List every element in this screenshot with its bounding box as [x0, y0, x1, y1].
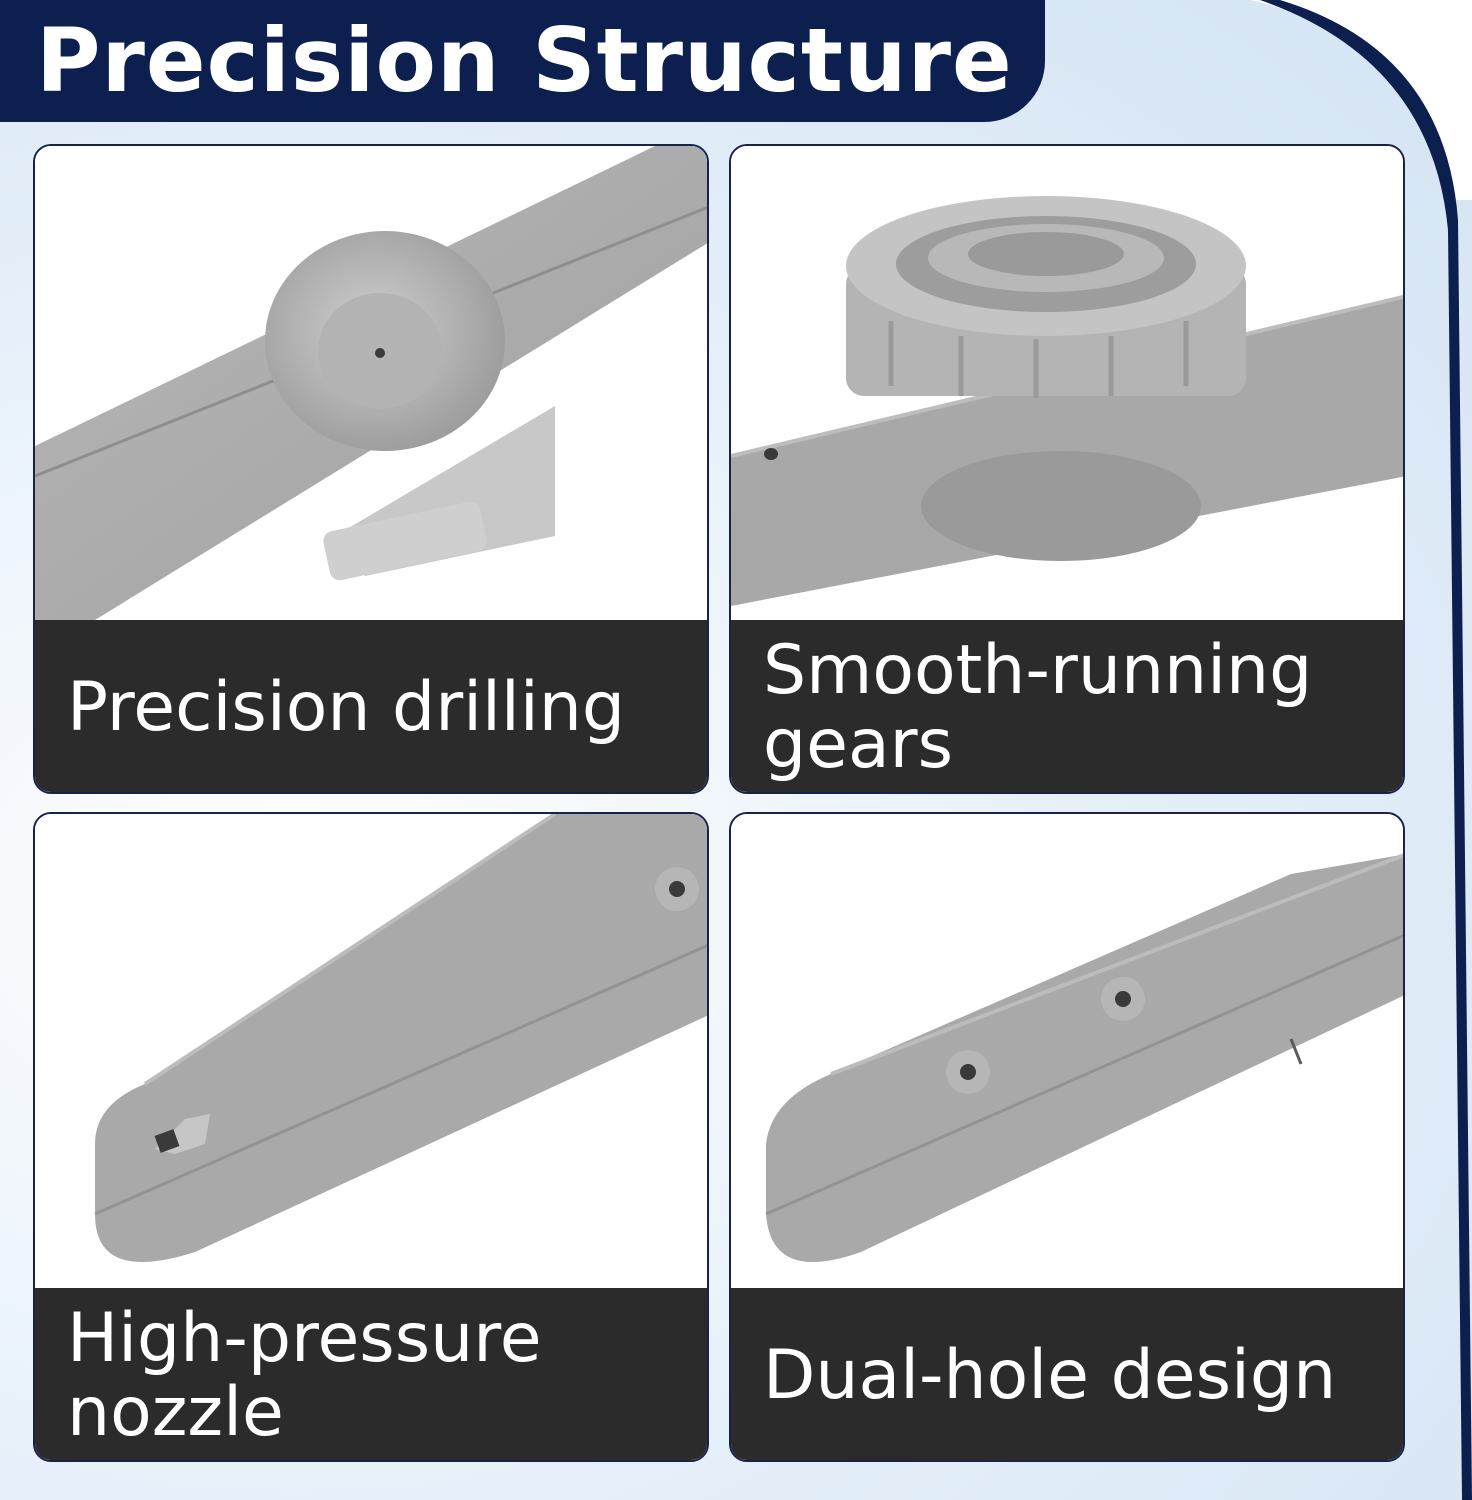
- caption-bar: High-pressure nozzle: [35, 1288, 707, 1460]
- caption-bar: Precision drilling: [35, 620, 707, 792]
- caption-dual-hole-design: Dual-hole design: [763, 1336, 1337, 1415]
- panel-precision-drilling: Precision drilling: [33, 144, 709, 794]
- caption-precision-drilling: Precision drilling: [67, 668, 625, 747]
- caption-smooth-running-gears: Smooth-running gears: [763, 631, 1313, 784]
- panel-dual-hole-design: Dual-hole design: [729, 812, 1405, 1462]
- title-banner: Precision Structure: [0, 0, 1045, 122]
- spray-arm-nozzle-tip-photo: [35, 814, 707, 1288]
- spray-arm-dual-hole-photo: [731, 814, 1403, 1288]
- caption-bar: Smooth-running gears: [731, 620, 1403, 792]
- caption-high-pressure-nozzle: High-pressure nozzle: [67, 1299, 542, 1452]
- panel-smooth-running-gears: Smooth-running gears: [729, 144, 1405, 794]
- page-title: Precision Structure: [36, 9, 1013, 112]
- caption-bar: Dual-hole design: [731, 1288, 1403, 1460]
- spray-arm-gear-nut-photo: [731, 146, 1403, 620]
- spray-arm-center-hub-photo: [35, 146, 707, 620]
- panel-high-pressure-nozzle: High-pressure nozzle: [33, 812, 709, 1462]
